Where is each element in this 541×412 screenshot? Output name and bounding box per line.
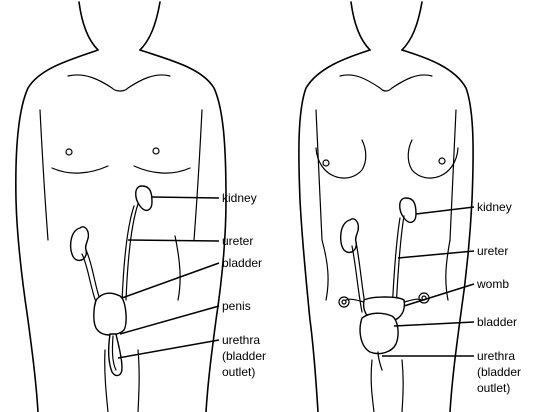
label-kidney: kidney (477, 200, 512, 214)
label-urethra-detail-end: outlet) (477, 381, 510, 395)
female-left-kidney (399, 197, 417, 224)
male-left-kidney (135, 185, 153, 212)
male-body-outline (15, 1, 227, 412)
label-urethra: urethra (477, 349, 515, 363)
label-urethra: urethra (222, 333, 260, 347)
label-bladder: bladder (222, 256, 262, 270)
label-penis: penis (222, 299, 251, 313)
female-right-kidney (339, 218, 360, 254)
female-urethra (377, 351, 383, 371)
label-urethra-detail: (bladder (222, 349, 266, 363)
label-bladder: bladder (477, 315, 517, 329)
label-ureter: ureter (477, 244, 508, 258)
label-kidney: kidney (222, 191, 257, 205)
male-ureter-right (125, 203, 139, 301)
male-bladder (93, 292, 127, 336)
label-urethra-detail: (bladder (477, 365, 521, 379)
male-right-kidney (69, 226, 90, 262)
male-labels: kidney ureter bladder penis urethra (bla… (222, 191, 266, 379)
label-womb: womb (476, 277, 509, 291)
female-figure (298, 1, 475, 412)
female-body-outline (298, 1, 474, 412)
label-urethra-detail-end: outlet) (222, 365, 255, 379)
male-figure (15, 1, 227, 412)
male-ureter-left (85, 249, 101, 301)
female-labels: kidney ureter womb bladder urethra (blad… (476, 200, 521, 395)
female-bladder (359, 312, 399, 355)
label-ureter: ureter (222, 234, 253, 248)
